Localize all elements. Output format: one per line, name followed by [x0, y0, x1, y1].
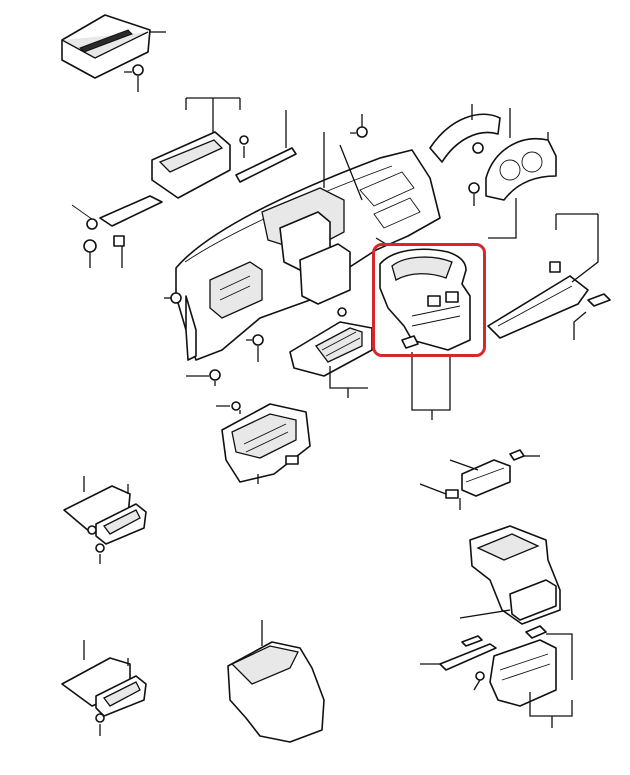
left-handle-assembly [71, 195, 163, 268]
upper-lid-panel [61, 14, 166, 92]
selected-part-highlight[interactable] [372, 243, 486, 357]
glove-box [216, 401, 311, 484]
upper-tray [151, 97, 297, 199]
left-side-vent [63, 476, 147, 564]
left-lower-vent [61, 640, 147, 736]
right-lower-trim [487, 213, 611, 340]
main-dashboard-panel [164, 114, 441, 386]
meter-hood-cluster [429, 104, 557, 239]
center-lower-vent [289, 307, 373, 398]
center-bezel-part [379, 248, 471, 420]
audio-unit [419, 449, 540, 510]
center-console [420, 525, 573, 728]
rear-console-box [227, 620, 325, 743]
